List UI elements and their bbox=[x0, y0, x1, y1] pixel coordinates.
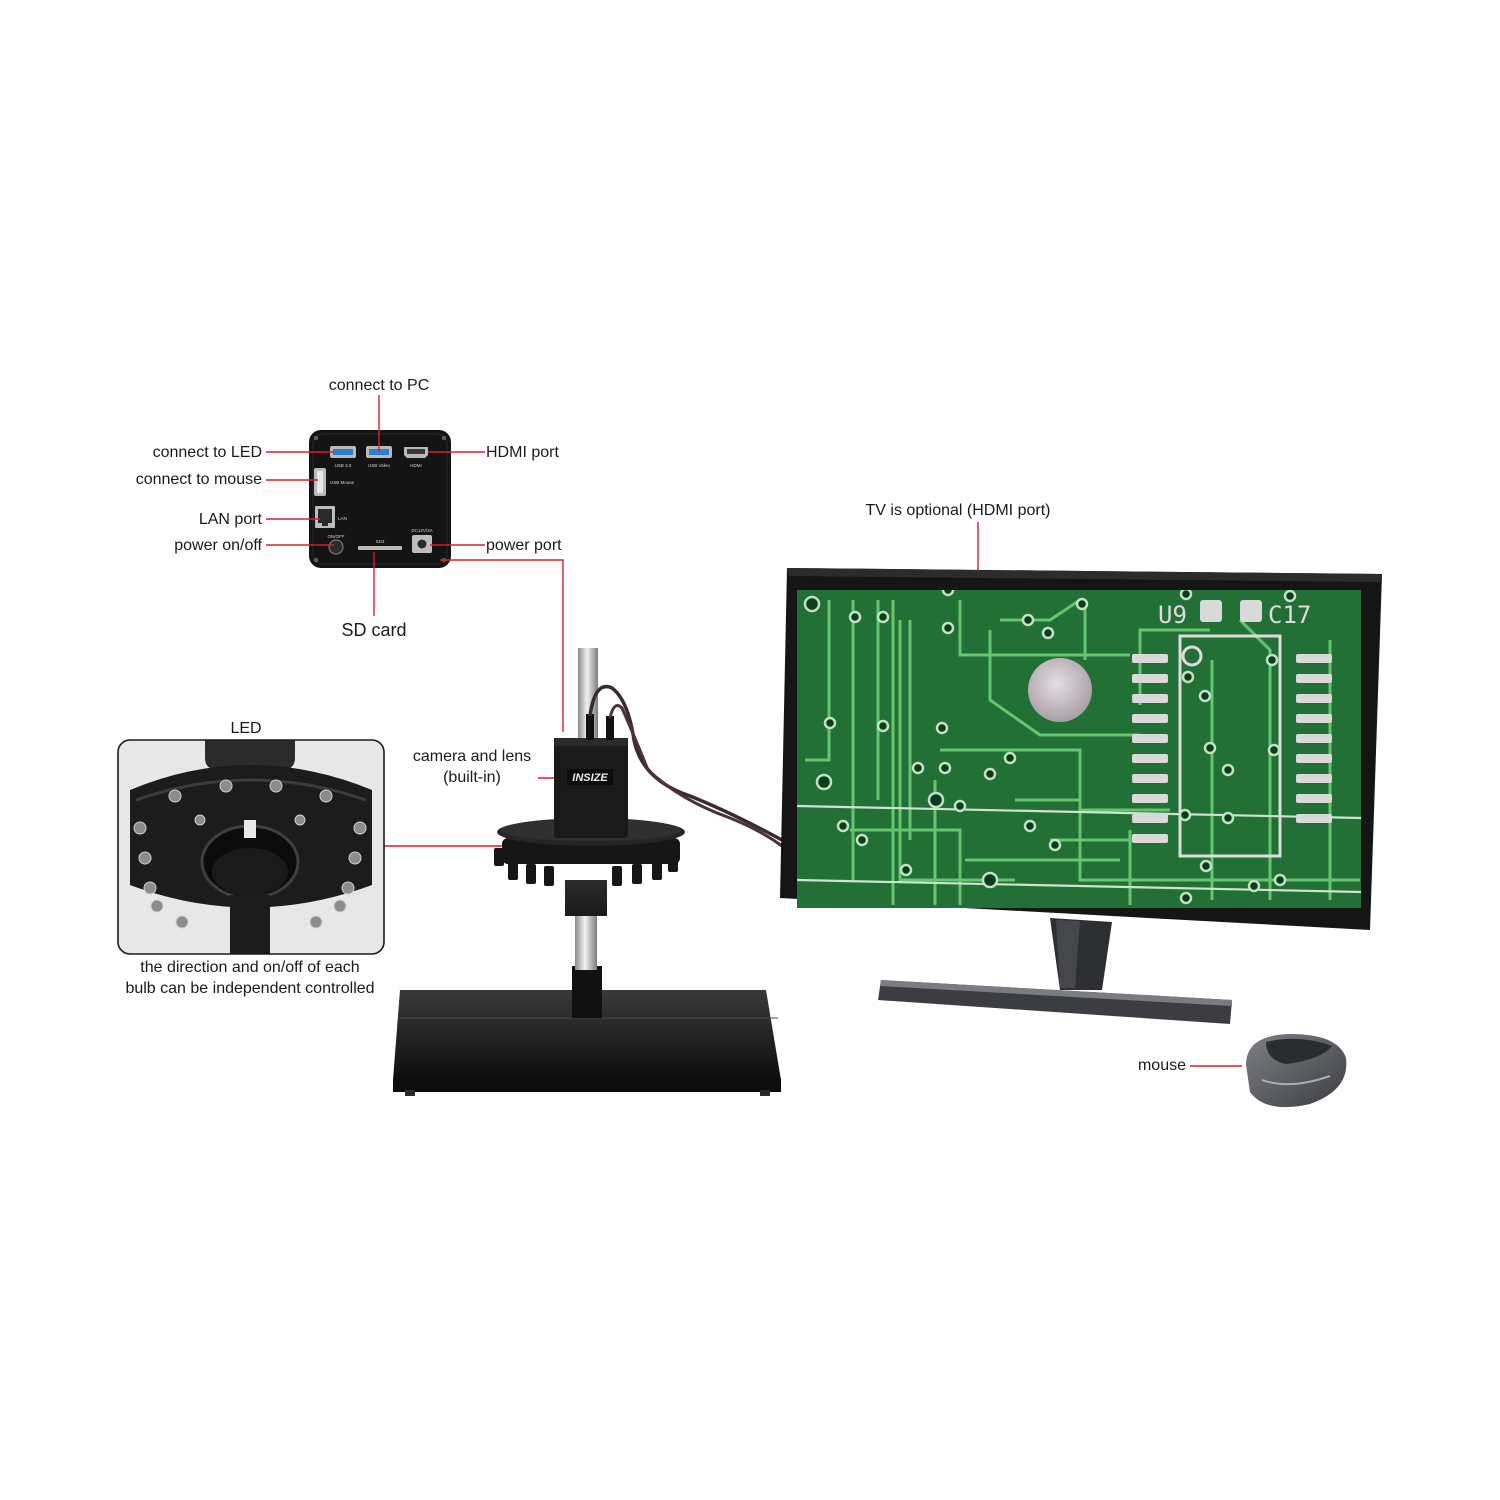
dc-power-jack: DC12V/3A bbox=[411, 528, 433, 553]
usb3-text: USB 3.0 bbox=[335, 463, 352, 468]
callout-connect-mouse: connect to mouse bbox=[135, 471, 262, 488]
usb-video-text: USB Video bbox=[368, 463, 390, 468]
monitor: U9 C17 bbox=[780, 568, 1382, 1024]
power-switch: ON/OFF bbox=[328, 534, 345, 555]
lan-port: LAN bbox=[315, 506, 347, 528]
usb3-led-port: USB 3.0 bbox=[330, 446, 356, 468]
sd-text: SD3 bbox=[376, 539, 385, 544]
callout-connect-pc: connect to PC bbox=[328, 377, 430, 394]
onoff-text: ON/OFF bbox=[328, 534, 345, 539]
callout-camera-lens: camera and lens bbox=[412, 748, 532, 765]
callout-lan-port: LAN port bbox=[198, 511, 262, 528]
callout-mouse: mouse bbox=[1137, 1057, 1186, 1074]
brand-logo: INSIZE bbox=[572, 772, 608, 784]
mouse bbox=[1246, 1034, 1347, 1108]
led-zoom-box bbox=[117, 739, 385, 955]
callout-sd-card: SD card bbox=[341, 620, 407, 640]
c17-text: C17 bbox=[1268, 601, 1311, 629]
leader-lines bbox=[266, 395, 1242, 1067]
dc-text: DC12V/3A bbox=[411, 528, 432, 533]
usb-mouse-port: USB Mouse bbox=[314, 468, 355, 496]
callout-tv-optional: TV is optional (HDMI port) bbox=[865, 502, 1051, 519]
callout-camera-builtin: (built-in) bbox=[443, 769, 501, 786]
pcb-screen: U9 C17 bbox=[797, 590, 1361, 908]
hdmi-text: HDMI bbox=[410, 463, 422, 468]
lan-text: LAN bbox=[338, 516, 347, 521]
led-description-line2: bulb can be independent controlled bbox=[125, 980, 375, 997]
callout-led: LED bbox=[230, 720, 262, 737]
led-description-line1: the direction and on/off of each bbox=[140, 959, 360, 976]
microscope-stand: INSIZE bbox=[393, 648, 783, 1096]
hdmi-port: HDMI bbox=[404, 447, 428, 468]
sd-slot: SD3 bbox=[358, 539, 402, 550]
u9-text: U9 bbox=[1158, 601, 1187, 629]
callout-connect-led: connect to LED bbox=[152, 444, 262, 461]
callout-hdmi-port: HDMI port bbox=[486, 444, 559, 461]
usb-mouse-text: USB Mouse bbox=[330, 480, 355, 485]
camera-back-panel: USB 3.0 USB Video HDMI USB Mouse LAN ON/… bbox=[309, 430, 451, 568]
callout-power-port: power port bbox=[486, 537, 562, 554]
callout-power-onoff: power on/off bbox=[174, 537, 262, 554]
